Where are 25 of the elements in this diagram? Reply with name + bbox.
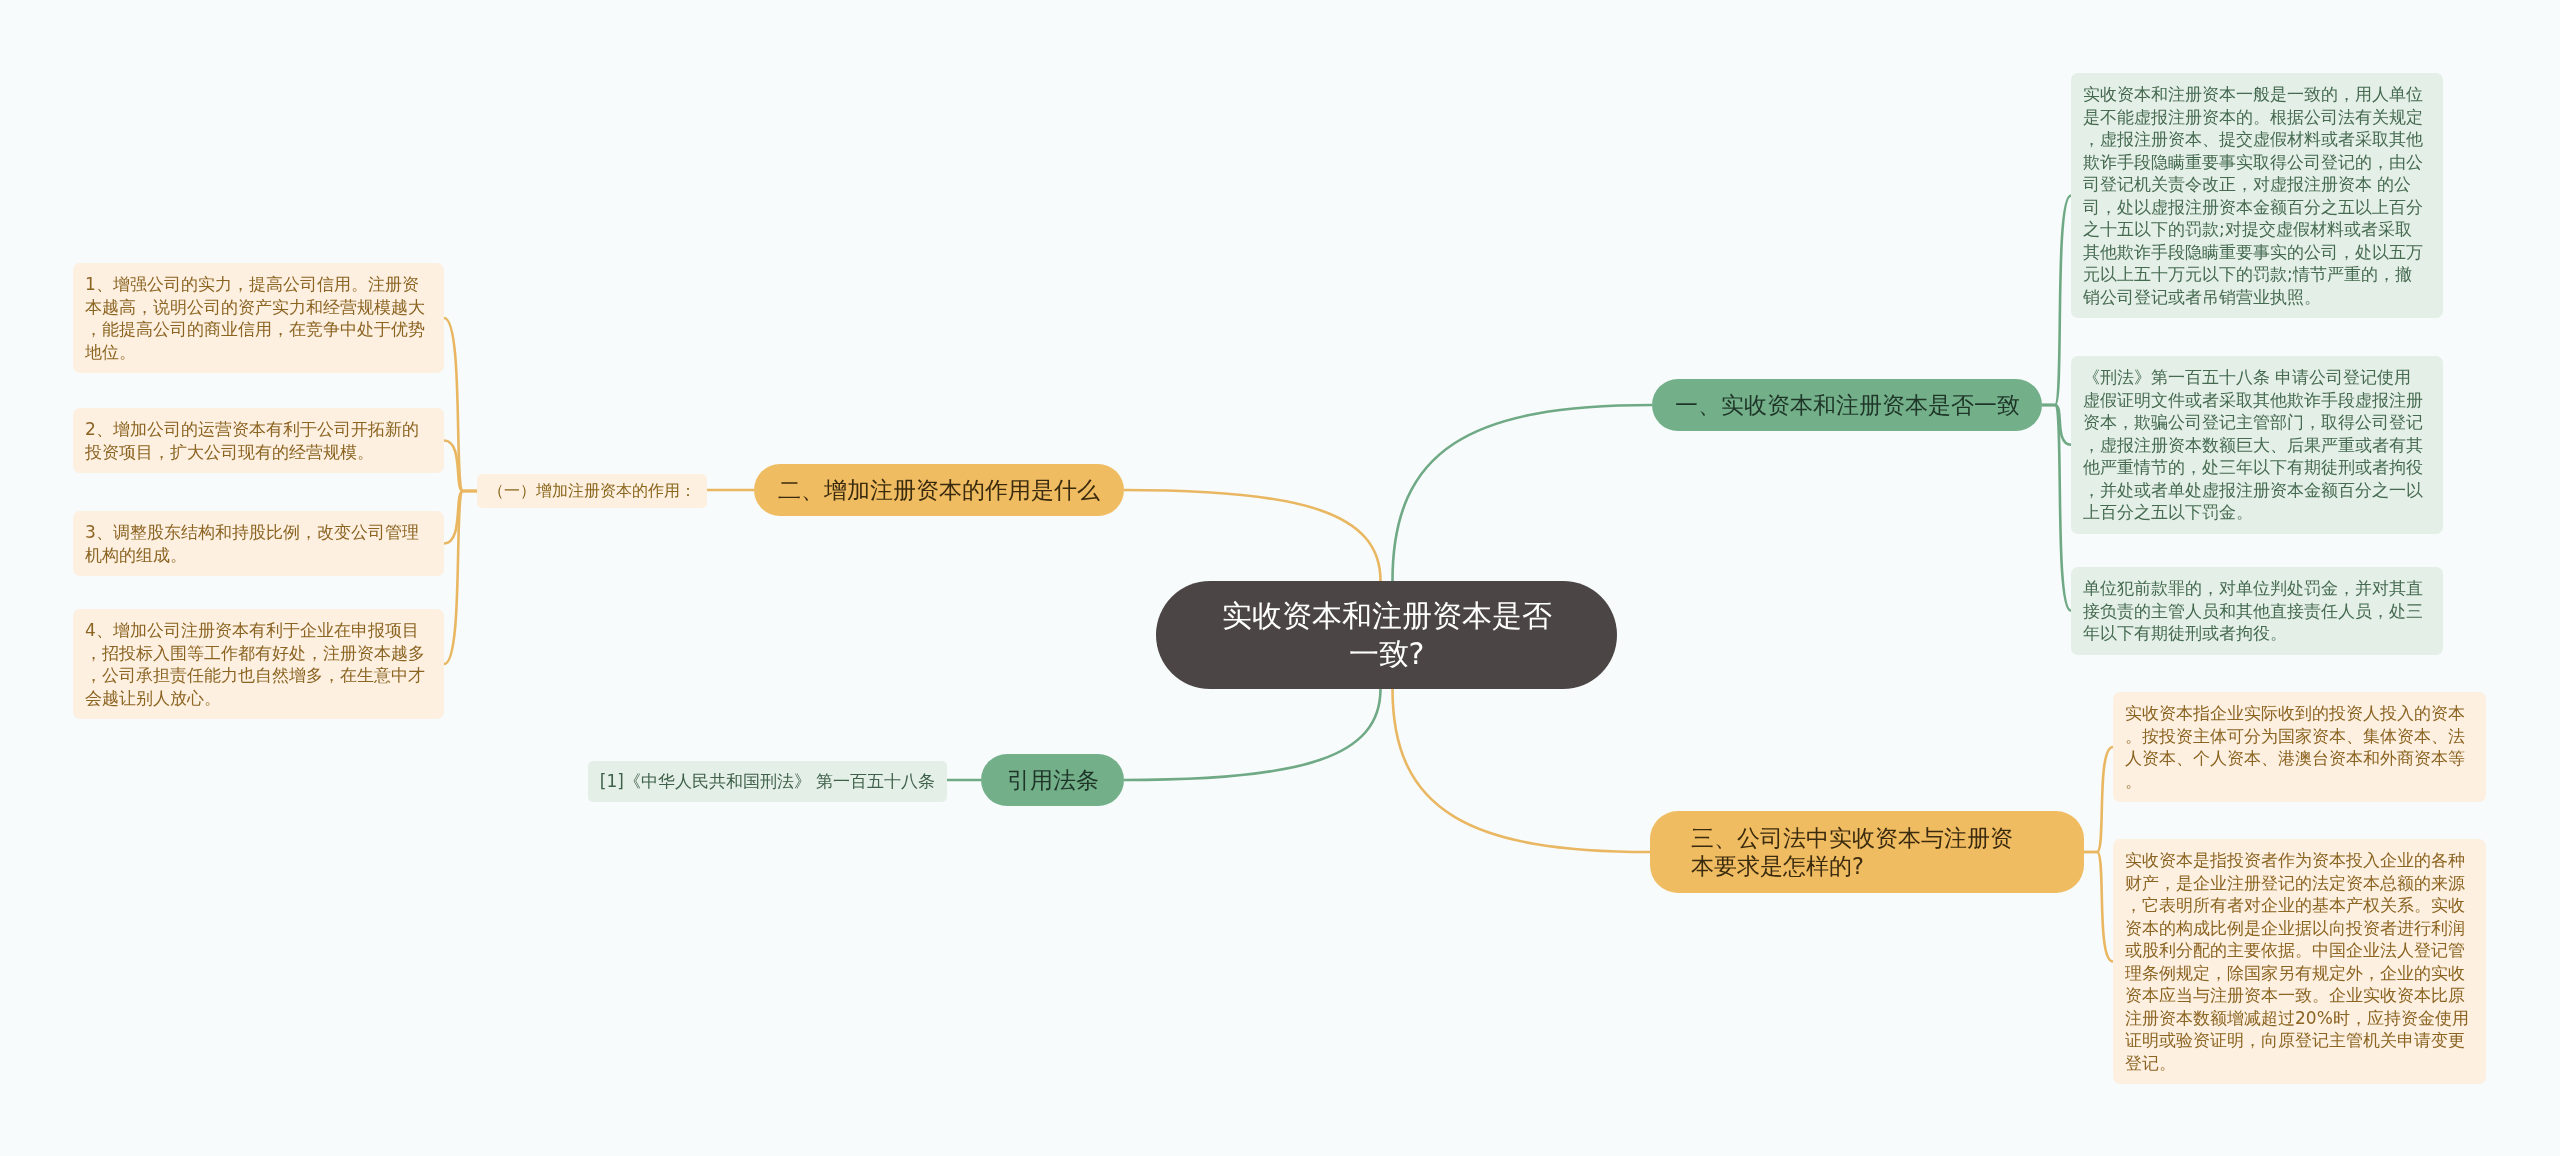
connector-line [2084,850,2114,963]
connector-line [1124,688,1382,782]
branch-topic: 一、实收资本和注册资本是否一致 [1652,379,2042,431]
connector-line [947,778,981,782]
branch-topic: 三、公司法中实收资本与注册资本要求是怎样的? [1650,811,2084,893]
connector-line [443,489,477,666]
note-card: 4、增加公司注册资本有利于企业在申报项目，招投标入围等工作都有好处，注册资本越多，公司承担责任能力也自然增多，在生意中才会越让别人放心。 [73,609,444,719]
note-card: 2、增加公司的运营资本有利于公司开拓新的投资项目，扩大公司现有的经营规模。 [73,408,444,473]
connector-line [1391,688,1651,854]
note-card: 1、增强公司的实力，提高公司信用。注册资本越高，说明公司的资产实力和经营规模越大，能提高公司的商业信用，在竞争中处于优势地位。 [73,263,444,373]
branch-topic: 二、增加注册资本的作用是什么 [754,464,1124,516]
connector-line [1124,488,1382,582]
central-topic: 实收资本和注册资本是否一致? [1156,581,1617,689]
note-card: 实收资本指企业实际收到的投资人投入的资本。按投资主体可分为国家资本、集体资本、法人资本、个人资本、港澳台资本和外商资本等。 [2113,692,2486,802]
note-card: 实收资本和注册资本一般是一致的，用人单位是不能虚报注册资本的。根据公司法有关规定，虚报注册资本、提交虚假材料或者采取其他欺诈手段隐瞒重要事实取得公司登记的，由公司登记机关责令改正，对虚报注册资本 的公司，处以虚报注册资本金额百分之五以上百分之十五以下的罚款;对提交虚假材料或者采取其他欺诈手段隐瞒重要事实的公司，处以五万元以上五十万元以下的罚款;情节严重的，撤销公司登记或者吊销营业执照。 [2071,73,2443,318]
note-card: 《刑法》第一百五十八条 申请公司登记使用虚假证明文件或者采取其他欺诈手段虚报注册资本，欺骗公司登记主管部门，取得公司登记，虚报注册资本数额巨大、后果严重或者有其他严重情节的，处三年以下有期徒刑或者拘役，并处或者单处虚报注册资本金额百分之一以上百分之五以下罚金。 [2071,356,2443,534]
connector-line [2042,403,2072,612]
note-card: 单位犯前款罪的，对单位判处罚金，并对其直接负责的主管人员和其他直接责任人员，处三年以下有期徒刑或者拘役。 [2071,567,2443,655]
connector-line [1391,403,1653,582]
connector-line [707,488,754,492]
note-card: 3、调整股东结构和持股比例，改变公司管理机构的组成。 [73,511,444,576]
reference-label: [1]《中华人民共和国刑法》 第一百五十八条 [588,761,947,802]
subtopic-label: （一）增加注册资本的作用： [477,474,707,508]
note-card: 实收资本是指投资者作为资本投入企业的各种财产，是企业注册登记的法定资本总额的来源，它表明所有者对企业的基本产权关系。实收资本的构成比例是企业据以向投资者进行利润或股利分配的主要依据。中国企业法人登记管理条例规定，除国家另有规定外，企业的实收资本应当与注册资本一致。企业实收资本比原注册资本数额增减超过20%时，应持资金使用证明或验资证明，向原登记主管机关申请变更登记。 [2113,839,2486,1084]
branch-topic: 引用法条 [981,754,1124,806]
